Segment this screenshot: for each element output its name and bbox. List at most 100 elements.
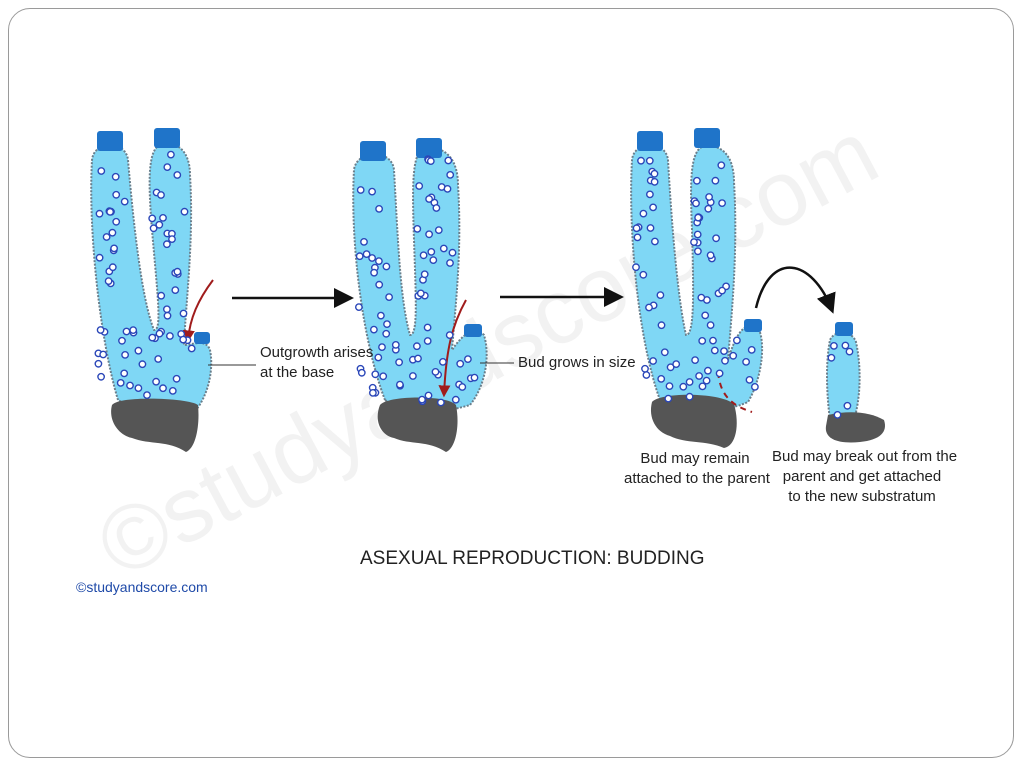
cell-ring — [711, 176, 720, 185]
cell-ring — [163, 311, 172, 320]
cell-ring — [649, 357, 657, 365]
cell-dots — [94, 150, 854, 419]
cell-ring — [434, 226, 443, 235]
tentacle-tip-3b — [694, 128, 720, 148]
cell-ring — [173, 267, 182, 276]
label-break-out-line-3: to the new substratum — [788, 488, 936, 505]
label-bud-grows: Bud grows in size — [518, 354, 636, 371]
tentacle-tip-1a — [97, 131, 123, 151]
cell-ring — [698, 382, 707, 391]
cell-ring — [718, 199, 726, 208]
cell-ring — [126, 381, 134, 390]
cell-ring — [448, 248, 457, 257]
cell-ring — [747, 345, 756, 354]
cell-ring — [104, 277, 113, 285]
label-break-out-line-1: Bud may break out from the — [772, 448, 958, 465]
cell-ring — [665, 382, 674, 390]
cell-ring — [657, 321, 666, 330]
cell-ring — [134, 384, 143, 392]
cell-ring — [463, 355, 472, 363]
base-rock-2 — [377, 397, 458, 452]
cell-ring — [439, 244, 448, 253]
cell-ring — [413, 224, 422, 233]
cell-ring — [355, 252, 364, 261]
cell-ring — [458, 383, 467, 391]
cell-ring — [425, 195, 433, 203]
cell-ring — [379, 372, 388, 381]
cell-ring — [639, 270, 648, 279]
cell-ring — [152, 377, 161, 386]
cell-ring — [385, 293, 393, 301]
cell-ring — [180, 207, 189, 216]
cell-ring — [375, 204, 383, 213]
cell-ring — [110, 244, 119, 253]
cell-ring — [173, 171, 182, 179]
cell-ring — [690, 238, 698, 247]
hydra-stage-4 — [825, 322, 885, 443]
cell-ring — [148, 333, 157, 342]
cell-ring — [382, 262, 391, 271]
cell-ring — [95, 209, 104, 218]
tentacle-tip-3a — [637, 131, 663, 151]
cell-ring — [438, 357, 447, 366]
cell-ring — [443, 184, 452, 193]
cell-ring — [843, 401, 852, 410]
cell-ring — [827, 353, 836, 362]
cell-ring — [419, 251, 428, 260]
cell-ring — [120, 197, 129, 206]
base-rock-1 — [111, 398, 199, 452]
cell-ring — [709, 336, 717, 345]
cell-ring — [446, 170, 455, 179]
bud-body-4 — [826, 331, 861, 425]
cell-ring — [357, 368, 366, 377]
slide-frame — [8, 8, 1014, 758]
cell-ring — [706, 251, 715, 260]
cell-ring — [431, 367, 440, 376]
growth-arrow-2 — [438, 299, 467, 398]
cell-ring — [157, 191, 165, 199]
cell-ring — [163, 163, 172, 172]
cell-ring — [632, 263, 640, 272]
cell-ring — [395, 380, 404, 389]
cell-ring — [122, 327, 131, 336]
cell-ring — [375, 280, 384, 289]
cell-ring — [715, 369, 724, 378]
cell-ring — [112, 217, 121, 226]
cell-ring — [672, 360, 681, 368]
cell-ring — [155, 329, 164, 338]
cell-ring — [424, 391, 433, 400]
cell-ring — [418, 395, 426, 404]
cell-ring — [426, 157, 435, 166]
cell-ring — [368, 388, 377, 397]
cell-ring — [833, 410, 842, 419]
cell-ring — [646, 224, 655, 232]
cell-ring — [391, 340, 400, 349]
cell-ring — [704, 366, 712, 375]
cell-ring — [632, 224, 641, 233]
cell-ring — [99, 350, 108, 359]
cell-ring — [705, 193, 713, 201]
cell-ring — [376, 311, 385, 320]
cell-ring — [412, 342, 421, 351]
cell-ring — [425, 230, 433, 239]
cell-ring — [693, 176, 701, 185]
cell-ring — [102, 233, 111, 241]
bud-tip-3 — [744, 319, 762, 332]
cell-ring — [445, 331, 454, 339]
cell-ring — [660, 348, 669, 357]
cell-ring — [138, 360, 147, 369]
bud-tip-1 — [194, 332, 210, 344]
cell-ring — [685, 378, 694, 386]
cell-ring — [106, 207, 115, 216]
cell-ring — [374, 353, 383, 362]
growth-arrow-1 — [182, 279, 214, 343]
cell-ring — [718, 286, 726, 295]
cell-ring — [694, 213, 702, 222]
cell-ring — [451, 395, 460, 404]
bud-tip-4 — [835, 322, 853, 336]
cell-ring — [383, 320, 391, 328]
cell-ring — [159, 213, 167, 222]
cell-ring — [369, 325, 378, 334]
cell-ring — [841, 341, 850, 350]
